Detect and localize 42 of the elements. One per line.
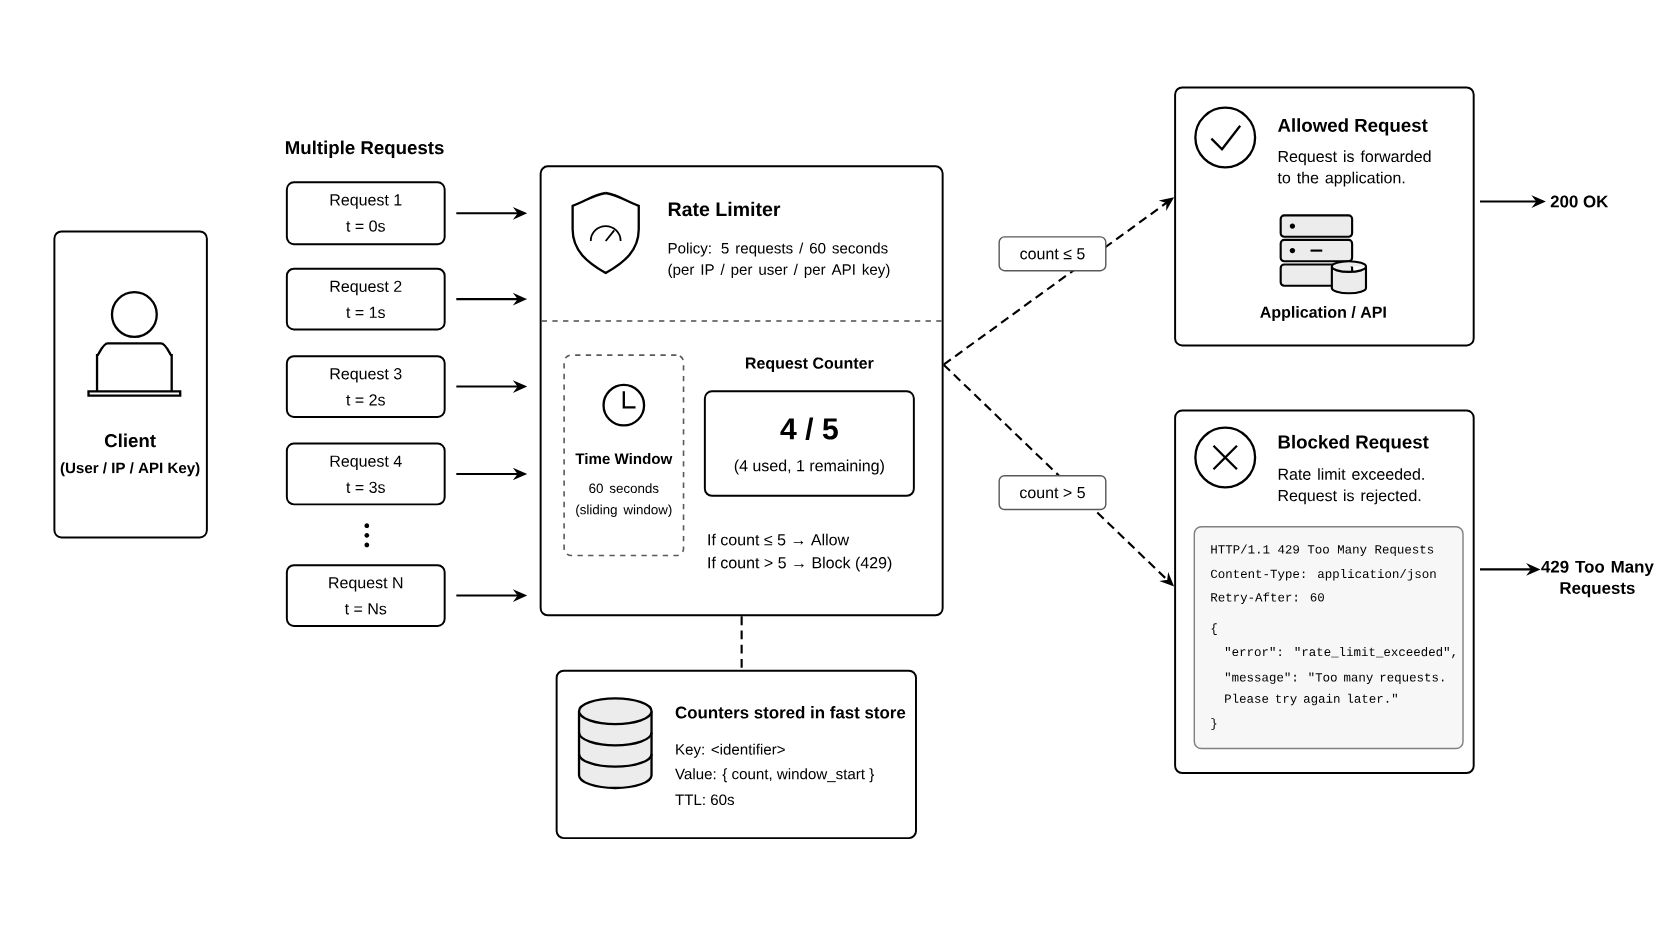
node-text: t = 2s	[346, 394, 385, 406]
node-text: Request is forwarded to the application.	[1277, 150, 1431, 187]
node-title: Request 2	[330, 280, 402, 296]
node-title: Client	[104, 433, 156, 448]
policy-text: Policy: 5 requests / 60 seconds (per IP / per user / per API key)	[668, 242, 890, 279]
node-title: Allowed Request	[1277, 118, 1428, 136]
code-line: Content-Type: application/json	[1211, 569, 1436, 581]
node-text: 60 seconds (sliding window)	[576, 483, 672, 518]
node-text: t = 0s	[346, 220, 385, 232]
node-title: Request 3	[330, 368, 402, 383]
icon-caption: Application / API	[1260, 306, 1386, 322]
code-line: {	[1211, 623, 1217, 636]
node-title: Blocked Request	[1278, 435, 1429, 453]
node-title: Request N	[329, 577, 403, 592]
node-text: (User / IP / API Key)	[60, 462, 200, 477]
node-text: t = Ns	[344, 603, 387, 615]
code-line: Retry-After: 60	[1211, 592, 1324, 605]
node-title: Time Window	[575, 453, 673, 465]
node-text: t = 1s	[346, 307, 385, 319]
edge-label: count > 5	[998, 475, 1107, 511]
counter-value: 4 / 5	[780, 417, 838, 441]
section-heading: Multiple Requests	[285, 140, 444, 159]
node-text: Rate limit exceeded. Request is rejected.	[1278, 468, 1424, 505]
node-title: Rate Limiter	[668, 202, 781, 217]
rule-text: If count ≤ 5 → Allow	[708, 533, 850, 546]
code-line: "error": "rate_limit_exceeded",	[1225, 647, 1455, 659]
rule-text: If count > 5 → Block (429)	[708, 556, 892, 572]
status-text: 200 OK	[1550, 195, 1609, 208]
node-title: Request Counter	[746, 357, 874, 373]
node-text: t = 3s	[346, 481, 385, 494]
code-line: "message": "Too many requests. Please try again later."	[1225, 672, 1444, 706]
code-line: }	[1211, 718, 1217, 731]
status-text: 429 Too Many Requests	[1541, 560, 1654, 598]
code-line: HTTP/1.1 429 Too Many Requests	[1211, 544, 1434, 557]
node-title: Request 4	[330, 455, 402, 471]
node-text: Key: <identifier>	[676, 743, 785, 758]
node-text: TTL: 60s	[675, 794, 735, 806]
node-text: Value: { count, window_start }	[675, 768, 874, 783]
node-text: (4 used, 1 remaining)	[734, 459, 884, 475]
node-title: Request 1	[330, 194, 402, 209]
edge-label: count ≤ 5	[998, 236, 1107, 272]
node-title: Counters stored in fast store	[675, 706, 906, 719]
